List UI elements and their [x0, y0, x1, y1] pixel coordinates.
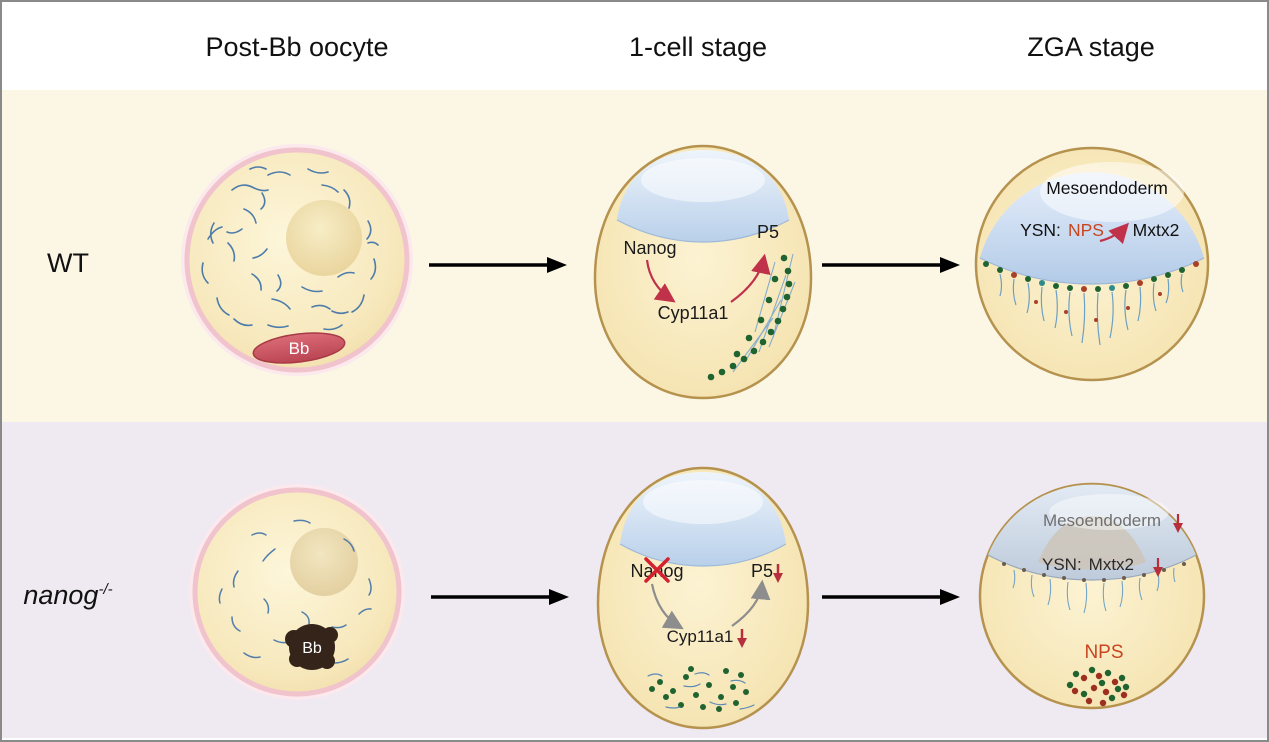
dome-edge-line [616, 219, 790, 243]
cyp11a1-decrease-arrow [737, 629, 747, 648]
cyp11a1-label: Cyp11a1 [667, 627, 734, 646]
mutant-stage-arrow-1 [431, 589, 569, 605]
genotype-superscript: -/- [98, 581, 113, 598]
margin-line [979, 257, 1205, 285]
wt-zga-figure: Mesoendoderm YSN: NPS Mxtx2 [974, 146, 1210, 382]
rna-squiggles [201, 166, 379, 331]
nps-label: NPS [1068, 220, 1104, 240]
p5-label: P5 [757, 222, 779, 242]
wt-oocyte-figure: Bb [181, 144, 413, 376]
mxtx2-label: Mxtx2 [1089, 555, 1134, 574]
p5-label: P5 [751, 561, 773, 581]
cyp11a1-label: Cyp11a1 [658, 303, 729, 323]
cyp11a1-to-p5-arrow [730, 253, 771, 303]
rna-squiggles-sparse [218, 519, 372, 664]
mesoendoderm-decrease-arrow [1173, 514, 1183, 533]
row-label-nanog-mutant: nanog-/- [23, 580, 112, 611]
column-title-post-bb-oocyte: Post-Bb oocyte [205, 32, 389, 62]
gene-name: nanog [23, 580, 99, 610]
bb-label: Bb [289, 339, 310, 358]
mesoderm-mound [1038, 516, 1146, 570]
ysn-label: YSN: [1042, 555, 1082, 574]
degenerated-balbiani-body: Bb [285, 624, 338, 670]
nps-dot-cluster [1066, 666, 1130, 707]
margin-granule-row [983, 261, 1199, 292]
nps-label-mislocalized: NPS [1084, 642, 1123, 663]
oocyte-nucleus [286, 200, 362, 276]
scattered-red-dots [1034, 292, 1162, 322]
mislocalized-granules [649, 666, 749, 712]
mutant-1cell-figure: Nanog P5 Cyp11a1 [596, 466, 810, 730]
dome-highlight [643, 480, 763, 524]
bb-label: Bb [302, 640, 322, 657]
dome-highlight [1049, 494, 1169, 530]
nanog-label: Nanog [623, 238, 676, 258]
knockout-x-icon [644, 557, 670, 583]
nps-to-mxtx2-arrow [1099, 222, 1129, 245]
cyp11a1-to-p5-arrow-gray [731, 579, 771, 627]
p5-decrease-arrow [773, 564, 783, 583]
nanog-to-cyp11a1-arrow-gray [650, 583, 684, 630]
ysn-label: YSN: [1020, 220, 1061, 240]
dome-highlight [641, 158, 765, 202]
margin-dot-row [1002, 562, 1186, 582]
mutant-oocyte-figure: Bb [189, 484, 405, 700]
dome-highlight [1040, 162, 1184, 222]
mutant-zga-figure: Mesoendoderm YSN: Mxtx2 NPS [978, 482, 1206, 710]
bottom-blue-squiggles [647, 672, 755, 710]
column-title-zga-stage: ZGA stage [1027, 32, 1155, 62]
germ-granules [707, 254, 793, 381]
mutant-stage-arrow-2 [822, 589, 960, 605]
column-title-1-cell-stage: 1-cell stage [628, 32, 768, 62]
wt-1cell-figure: Nanog P5 Cyp11a1 [593, 144, 813, 400]
nanog-to-cyp11a1-arrow [645, 259, 676, 303]
wt-stage-arrow-2 [822, 257, 960, 273]
balbiani-body: Bb [252, 332, 346, 364]
dome-edge-line [619, 543, 787, 567]
mesoendoderm-label: Mesoendoderm [1046, 178, 1168, 198]
ysl-streaks-reduced [1012, 567, 1176, 614]
ysn-nps-label: YSN: NPS [1020, 220, 1104, 240]
row-label-wt: WT [47, 248, 89, 278]
mxtx2-label: Mxtx2 [1133, 220, 1180, 240]
oocyte-nucleus [290, 528, 358, 596]
wt-stage-arrow-1 [429, 257, 567, 273]
mxtx2-decrease-arrow [1153, 558, 1163, 577]
mesoendoderm-label-reduced: Mesoendoderm [1043, 511, 1161, 530]
ysn-mxtx2-label: YSN: Mxtx2 [1042, 555, 1134, 574]
